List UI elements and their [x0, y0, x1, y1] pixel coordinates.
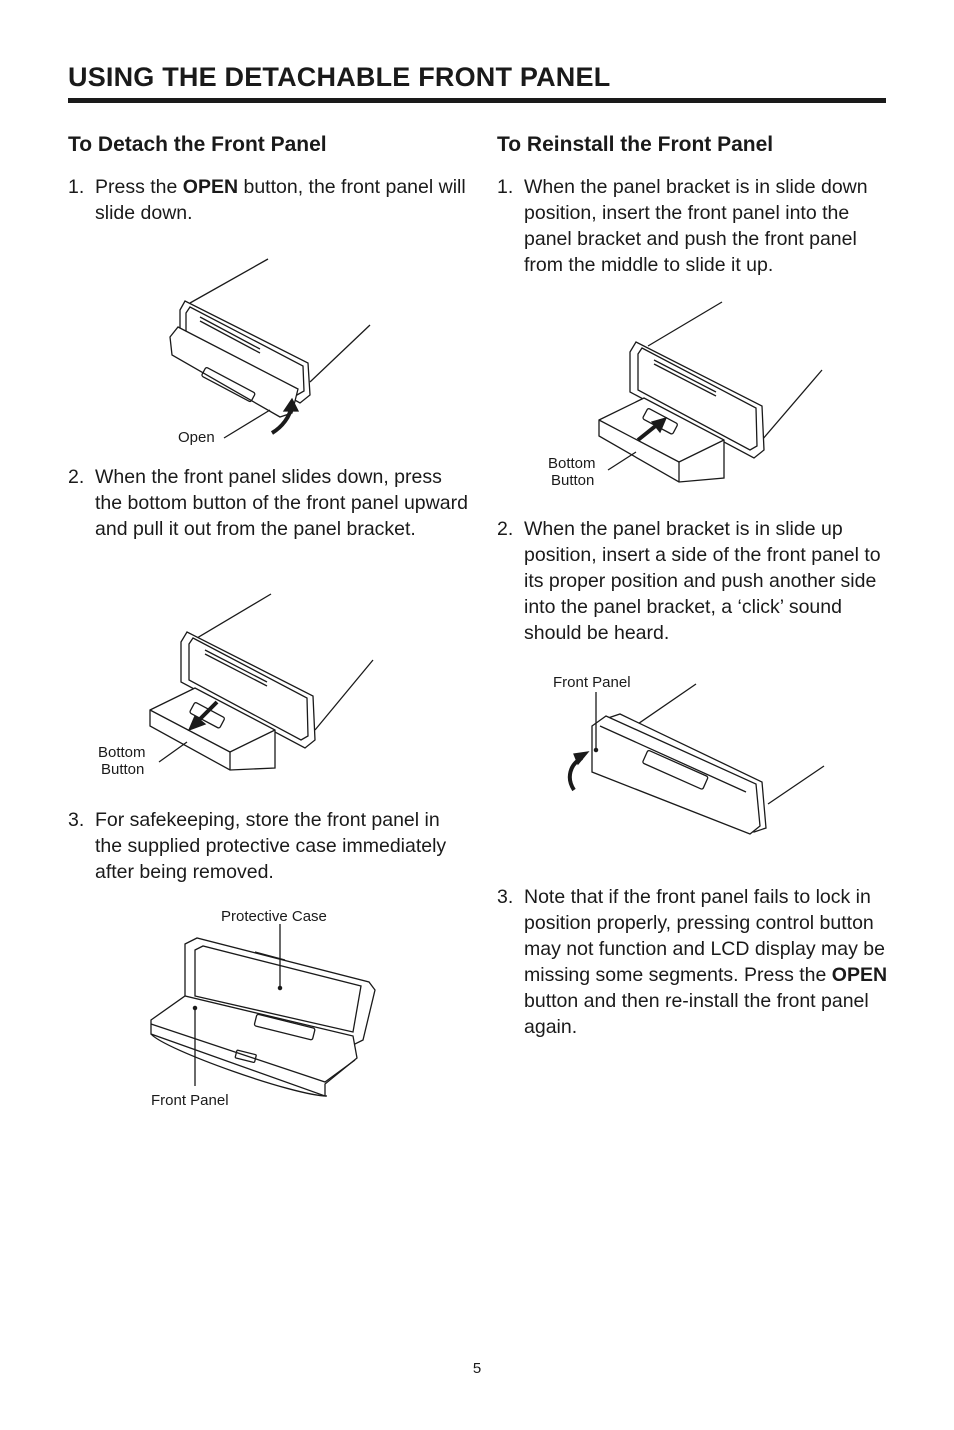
reinstall-heading: To Reinstall the Front Panel: [497, 133, 774, 156]
detach-section: To Detach the Front Panel: [68, 130, 468, 160]
detach-heading: To Detach the Front Panel: [68, 133, 327, 156]
figure-open-panel: Open: [160, 255, 380, 445]
step-text: Note that if the front panel fails to lo…: [524, 886, 888, 1038]
reinstall-section: To Reinstall the Front Panel: [497, 130, 897, 160]
step-number: 3.: [497, 886, 514, 908]
protective-case-label: Protective Case: [221, 908, 327, 925]
page-number: 5: [472, 1360, 482, 1377]
step-number: 2.: [497, 518, 514, 540]
step-text: Press the OPEN button, the front panel w…: [95, 176, 466, 224]
open-label: Open: [178, 429, 215, 445]
bottom-label: Bottom: [548, 455, 596, 472]
step-number: 2.: [68, 466, 85, 488]
page-title: USING THE DETACHABLE FRONT PANEL: [68, 62, 611, 92]
title-rule: [68, 98, 886, 103]
front-panel-label: Front Panel: [553, 674, 631, 691]
figure-front-panel-click: Front Panel: [553, 674, 838, 843]
figure-protective-case: Protective Case Front Panel: [145, 908, 395, 1109]
button-label: Button: [101, 761, 144, 778]
step-text: When the panel bracket is in slide down …: [524, 176, 868, 276]
step-text: When the panel bracket is in slide up po…: [524, 518, 881, 644]
button-label: Button: [551, 472, 594, 489]
figure-bottom-button: Bottom Button: [98, 590, 385, 778]
step-number: 1.: [497, 176, 514, 198]
step-number: 3.: [68, 809, 85, 831]
step-text: For safekeeping, store the front panel i…: [95, 809, 447, 883]
open-keyword: OPEN: [831, 964, 888, 986]
figure-reinstall-bottom: Bottom Button: [548, 300, 830, 489]
bottom-label: Bottom: [98, 744, 146, 761]
open-keyword: OPEN: [182, 176, 239, 198]
front-panel-label: Front Panel: [151, 1092, 229, 1109]
step-text: When the front panel slides down, press …: [95, 466, 468, 540]
step-number: 1.: [68, 176, 85, 198]
